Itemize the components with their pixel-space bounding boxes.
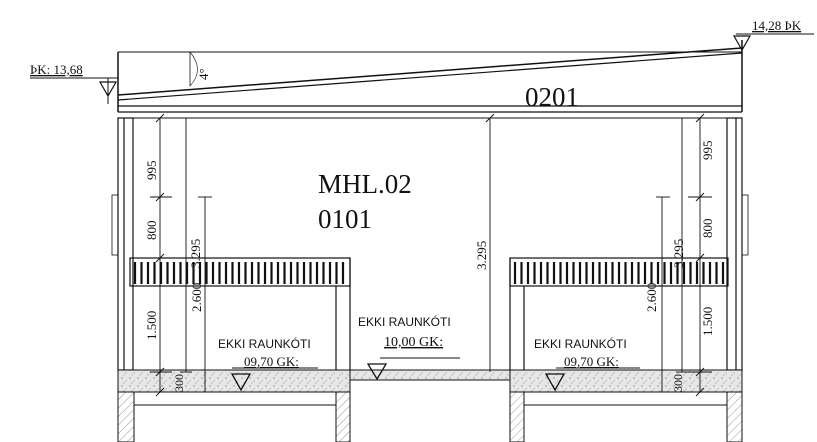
- room-name: MHL.02: [318, 169, 412, 199]
- railing-left: [129, 257, 351, 287]
- level-marker-right: [732, 33, 814, 52]
- room-code: 0101: [318, 204, 372, 234]
- dim-right-995: 995: [700, 141, 715, 161]
- roof-room-code: 0201: [525, 82, 579, 112]
- dim-right-300: 300: [671, 374, 685, 392]
- floor-marker-left: [230, 367, 318, 392]
- dim-right-2600: 2.600: [644, 283, 659, 312]
- floor-right-title: EKKI RAUNKÓTI: [534, 336, 627, 351]
- dim-left-995: 995: [144, 161, 159, 181]
- floor-left-title: EKKI RAUNKÓTI: [218, 336, 311, 351]
- walls: [111, 117, 749, 371]
- dim-right-800: 800: [700, 219, 715, 239]
- level-marker-left: [30, 77, 118, 104]
- floor-marker-right: [544, 367, 640, 392]
- floor-slab: [117, 369, 743, 442]
- level-label-right: 14,28 ÞK: [752, 18, 802, 33]
- dimension-lines: [150, 113, 712, 397]
- roof: [117, 40, 743, 119]
- floor-marker-center: [366, 357, 460, 381]
- level-label-left: ÞK: 13,68: [30, 62, 83, 77]
- roof-angle-label: 4°: [196, 68, 211, 80]
- floor-right-value: 09,70 GK:: [564, 354, 619, 369]
- dim-left-800: 800: [144, 221, 159, 241]
- floor-left-value: 09,70 GK:: [244, 354, 299, 369]
- floor-center-title: EKKI RAUNKÓTI: [358, 314, 451, 329]
- dim-left-3295: 3.295: [188, 239, 203, 268]
- railing-right: [509, 257, 729, 287]
- inner-walls: [335, 258, 525, 375]
- dim-left-2600: 2.600: [189, 283, 204, 312]
- dim-right-3295: 3.295: [671, 239, 686, 268]
- dim-left-300: 300: [172, 374, 186, 392]
- floor-center-value: 10,00 GK:: [384, 335, 443, 350]
- dim-center-3295: 3.295: [474, 241, 489, 270]
- dim-left-1500: 1.500: [144, 311, 159, 340]
- dim-right-1500: 1.500: [700, 307, 715, 336]
